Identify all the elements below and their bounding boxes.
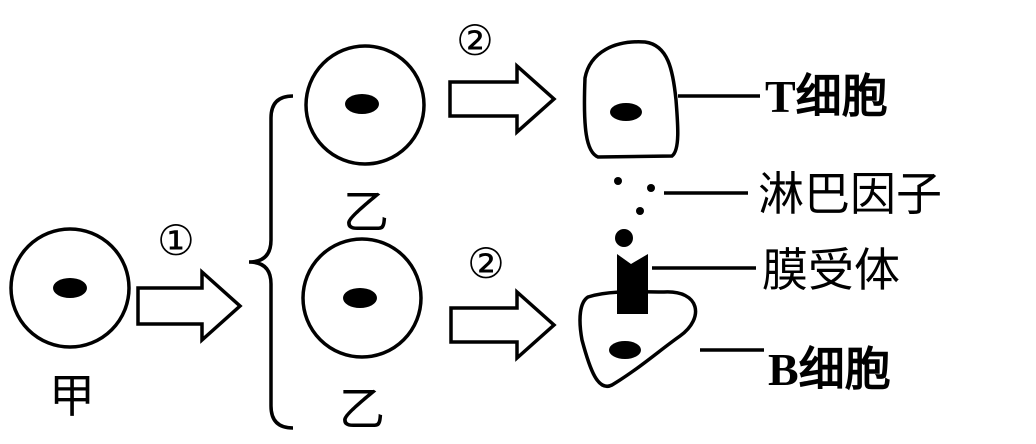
cell-yi-bottom — [301, 237, 423, 359]
arrow-step-2-bottom — [449, 288, 557, 362]
label-membrane-receptor: 膜受体 — [762, 243, 900, 297]
arrow-step-2-top — [448, 62, 557, 136]
t-cell — [582, 40, 680, 159]
cell-yi-top — [304, 44, 426, 166]
cell-jia — [9, 227, 131, 349]
label-b-cell: B细胞 — [768, 344, 891, 395]
label-yi-bottom: 乙 — [339, 382, 385, 436]
lymphokine-particles — [614, 177, 655, 247]
branch-brace — [248, 94, 294, 430]
label-jia: 甲 — [49, 369, 95, 423]
label-lymphokine: 淋巴因子 — [758, 167, 942, 221]
step-1-marker: ① — [157, 219, 195, 265]
label-t-cell: T细胞 — [765, 71, 888, 122]
step-2-bottom-marker: ② — [467, 242, 505, 288]
b-cell — [578, 289, 698, 389]
arrow-step-1 — [136, 268, 243, 344]
step-2-top-marker: ② — [456, 19, 494, 65]
label-yi-top: 乙 — [343, 185, 389, 239]
membrane-receptor — [617, 254, 648, 314]
